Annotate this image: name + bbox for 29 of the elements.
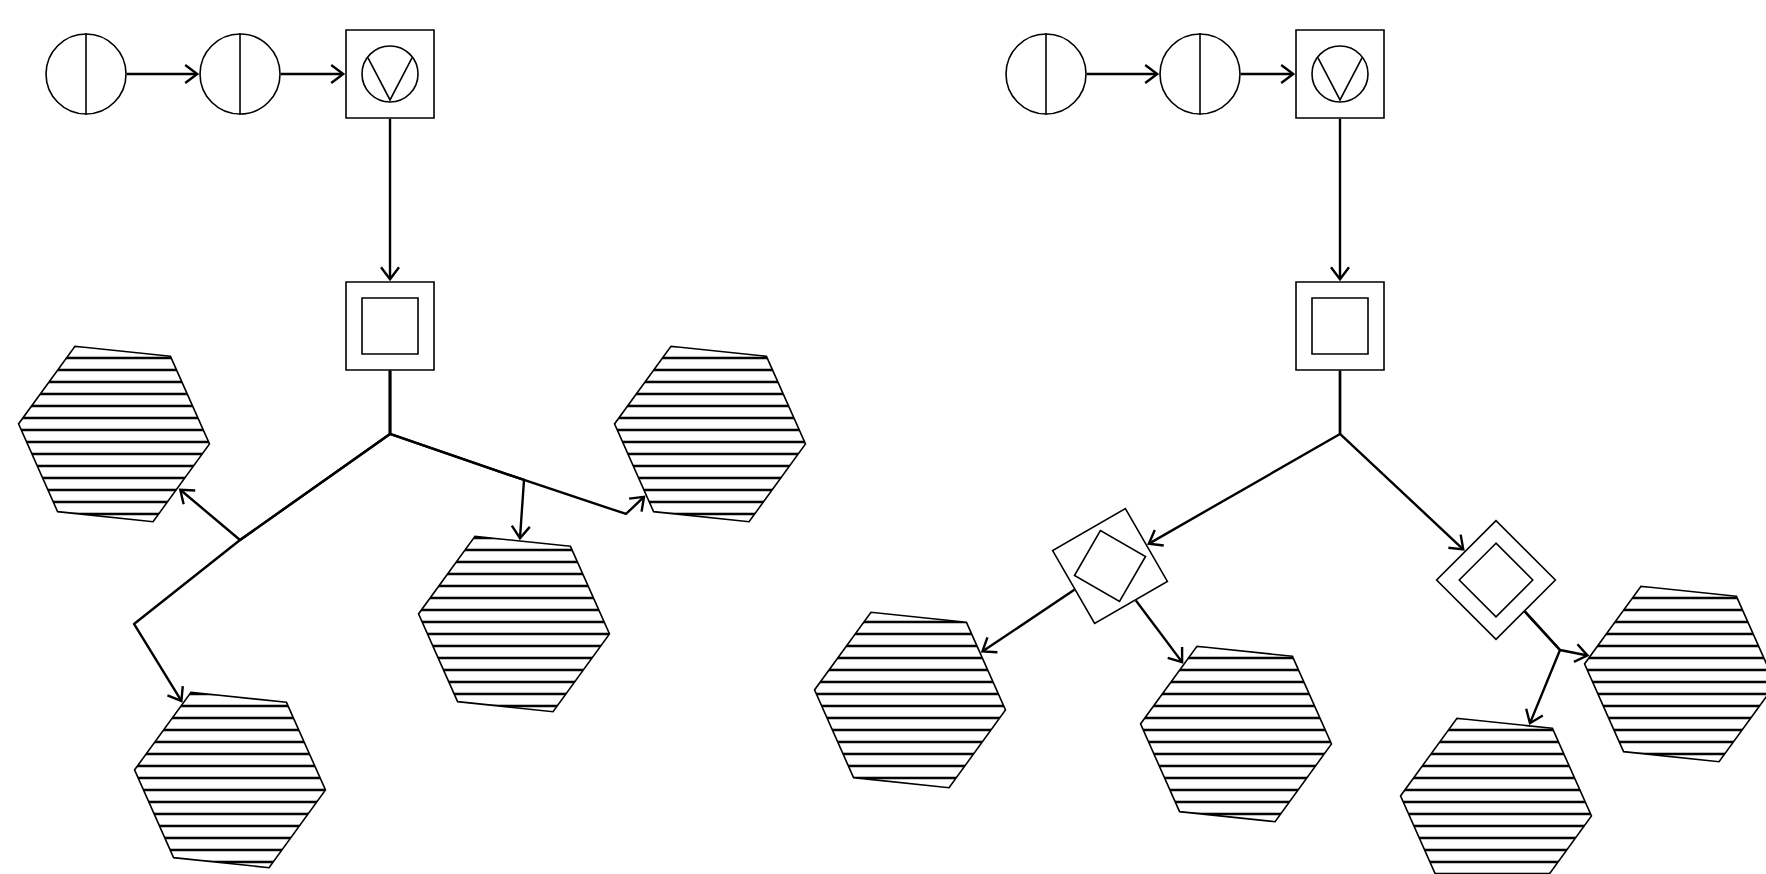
split-circle [1159, 32, 1241, 116]
arrow [1086, 64, 1160, 84]
split-circle [199, 32, 281, 116]
arrow [388, 370, 646, 516]
hatched-hexagon [417, 535, 611, 713]
arrow [980, 588, 1076, 654]
arrow [1338, 370, 1465, 551]
hatched-hexagon [17, 345, 211, 523]
double-box [345, 281, 435, 371]
hatched-hexagon [813, 611, 1007, 789]
arrow [1330, 118, 1350, 282]
double-diamond [1435, 519, 1557, 641]
double-diamond [1051, 507, 1169, 625]
split-circle [45, 32, 127, 116]
double-box [1295, 281, 1385, 371]
split-circle [1005, 32, 1087, 116]
arrow [1240, 64, 1296, 84]
arrow [1524, 610, 1590, 664]
arrow [380, 118, 400, 282]
hatched-hexagon [133, 691, 327, 869]
hatched-hexagon [1139, 645, 1333, 823]
valve-box [345, 29, 435, 119]
hatched-hexagon [1583, 585, 1766, 763]
valve-box [1295, 29, 1385, 119]
hatched-hexagon [1399, 717, 1593, 874]
arrow [126, 64, 200, 84]
arrow [1134, 599, 1184, 664]
hatched-hexagon [613, 345, 807, 523]
arrow [280, 64, 346, 84]
